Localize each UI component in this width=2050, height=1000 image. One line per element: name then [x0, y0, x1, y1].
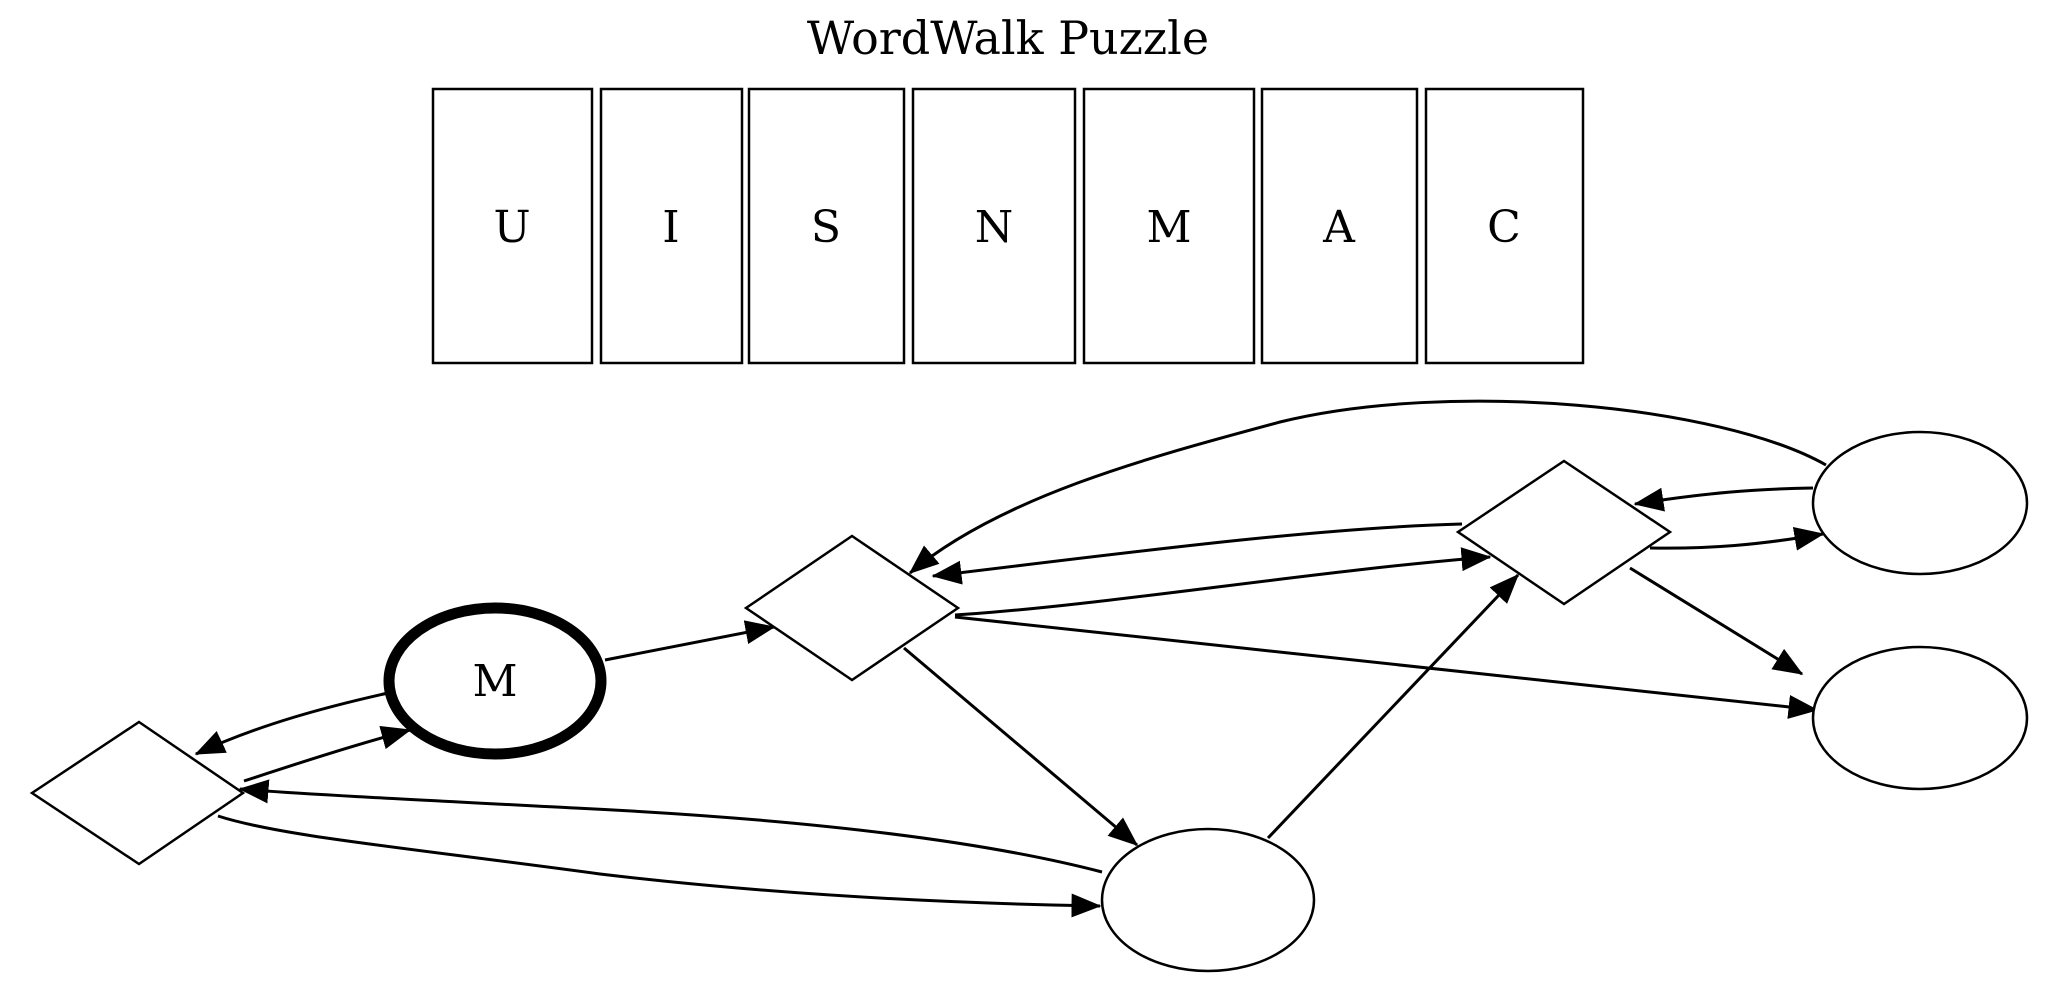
edge-start-to-diamond-left [194, 691, 389, 756]
letter-tile[interactable]: I [599, 87, 744, 365]
puzzle-title: WordWalk Puzzle [807, 11, 1209, 65]
ellipse-node[interactable] [1811, 430, 2029, 576]
letter-tile-text: I [662, 202, 679, 253]
diamond-node[interactable] [29, 720, 246, 866]
graph-nodes: M [29, 430, 2029, 973]
diamond-node[interactable] [1455, 459, 1673, 606]
edge-diamond-right-to-ellipse-top-right [1649, 526, 1825, 551]
start-node-label: M [472, 656, 517, 707]
edge-diamond-mid-to-ellipse-right [954, 615, 1819, 719]
edge-diamond-right-to-ellipse-right [1629, 566, 1804, 676]
letter-tile[interactable]: U [431, 87, 594, 365]
edge-start-to-diamond-mid [604, 620, 776, 662]
letter-tile-text: U [493, 202, 530, 253]
edge-diamond-mid-to-ellipse-bottom [903, 646, 1139, 847]
ellipse-node[interactable] [1811, 645, 2029, 791]
letter-tile[interactable]: S [747, 87, 906, 365]
letter-tiles: U I S N M A C [431, 87, 1585, 365]
letter-tile[interactable]: M [1082, 87, 1256, 365]
letter-tile-text: C [1487, 202, 1521, 253]
edge-ellipse-top-right-to-diamond-right [1633, 486, 1814, 512]
letter-tile-text: A [1322, 202, 1356, 253]
letter-tile[interactable]: A [1260, 87, 1419, 365]
edge-ellipse-bottom-to-diamond-left [238, 779, 1103, 874]
edge-diamond-right-to-diamond-mid [931, 522, 1463, 585]
edge-ellipse-bottom-to-diamond-right [1266, 573, 1520, 840]
edge-ellipse-top-right-to-diamond-mid [908, 399, 1827, 575]
ellipse-node[interactable] [1100, 827, 1316, 973]
letter-tile-text: M [1146, 202, 1191, 253]
diamond-node[interactable] [743, 534, 961, 682]
letter-tile[interactable]: N [911, 87, 1077, 365]
letter-tile[interactable]: C [1424, 87, 1585, 365]
start-node[interactable]: M [383, 602, 607, 760]
edge-diamond-left-to-start [243, 725, 412, 783]
letter-tile-text: N [975, 202, 1014, 253]
letter-tile-text: S [811, 202, 841, 253]
graph-edges [194, 399, 1827, 918]
edge-diamond-mid-to-diamond-right [954, 547, 1492, 617]
edge-diamond-left-to-ellipse-bottom [217, 814, 1102, 918]
